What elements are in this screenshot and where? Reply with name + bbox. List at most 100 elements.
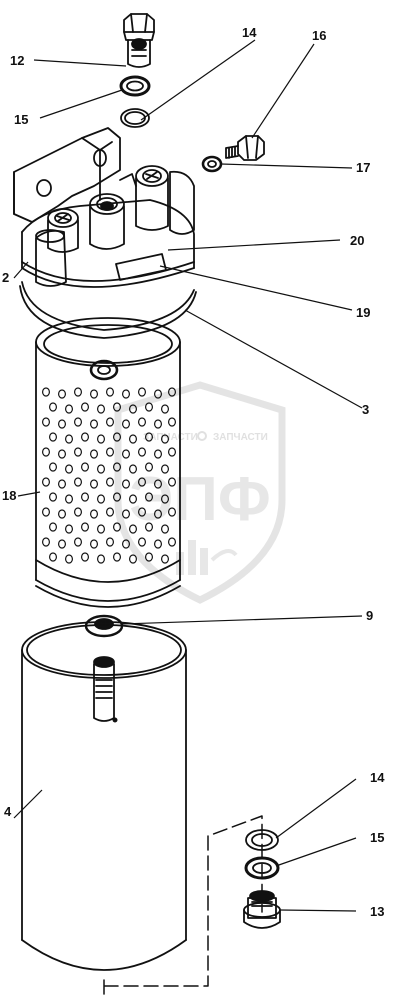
perforation-dot <box>48 432 57 442</box>
perforation-dot <box>138 447 147 457</box>
part-2-filter-head <box>13 127 195 288</box>
perforation-dot <box>121 509 130 519</box>
perforation-dot <box>57 509 66 519</box>
part-19-seal-ring <box>19 281 197 339</box>
perforation-dot <box>154 539 163 549</box>
callout-9: 9 <box>366 608 373 623</box>
perforation-dot <box>105 447 114 457</box>
callout-20: 20 <box>350 233 364 248</box>
leader-lines <box>13 39 363 912</box>
perforation-dot <box>41 537 50 547</box>
perforation-dot <box>89 479 98 489</box>
perforation-dot <box>48 402 57 412</box>
perforation-dot <box>48 462 57 472</box>
perforation-dot <box>129 524 138 534</box>
perforation-dot <box>41 447 50 457</box>
perforation-dot <box>154 389 163 399</box>
perforation-dot <box>48 522 57 532</box>
perforation-dot <box>129 404 138 414</box>
perforation-dot <box>64 404 73 414</box>
callout-4: 4 <box>4 804 12 819</box>
perforation-dot <box>112 522 121 532</box>
perforation-dot <box>154 479 163 489</box>
perforation-dot <box>57 539 66 549</box>
perforation-dot <box>105 537 114 547</box>
perforation-dot <box>73 417 82 427</box>
watermark-logo: ЗАПЧАСТИ ЗАПЧАСТИ ЭПФ <box>114 381 286 604</box>
perforation-dot <box>168 417 177 427</box>
perforation-dot <box>89 449 98 459</box>
part-17-washer <box>201 155 223 173</box>
callout-15-upper: 15 <box>14 112 28 127</box>
perforation-dot <box>129 494 138 504</box>
perforation-dot <box>105 417 114 427</box>
perforation-dot <box>138 477 147 487</box>
perforation-dot <box>129 554 138 564</box>
perforation-dot <box>138 417 147 427</box>
perforation-dot <box>41 387 50 397</box>
perforation-dot <box>112 432 121 442</box>
perforation-dot <box>64 434 73 444</box>
perforation-dot <box>80 432 89 442</box>
perforation-dot <box>121 449 130 459</box>
perforation-dot <box>96 404 105 414</box>
perforation-dot <box>64 464 73 474</box>
perforation-dot <box>154 509 163 519</box>
perforation-dot <box>89 509 98 519</box>
perforation-dot <box>41 477 50 487</box>
watermark-text-right: ЗАПЧАСТИ <box>213 432 268 443</box>
perforation-dot <box>96 464 105 474</box>
callout-14-upper: 14 <box>242 25 257 40</box>
perforation-dot <box>145 492 154 502</box>
callout-labels: 12 14 16 15 17 20 2 19 3 18 9 4 14 15 13 <box>2 25 385 919</box>
perforation-dot <box>105 387 114 397</box>
perforation-dot <box>145 522 154 532</box>
perforation-dot <box>121 479 130 489</box>
perforation-dot <box>121 389 130 399</box>
perforation-dot <box>168 507 177 517</box>
part-15-washer-lower <box>244 856 280 880</box>
perforation-dot <box>112 462 121 472</box>
perforation-dot <box>161 434 170 444</box>
perforation-dot <box>57 449 66 459</box>
parts-drawing <box>13 13 281 1001</box>
perforation-dot <box>105 507 114 517</box>
perforation-dot <box>145 462 154 472</box>
perforation-dot <box>96 434 105 444</box>
perforation-dot <box>96 494 105 504</box>
perforation-dot <box>129 464 138 474</box>
callout-12: 12 <box>10 53 24 68</box>
perforation-dot <box>89 389 98 399</box>
perforation-dot <box>112 402 121 412</box>
perforation-dot <box>112 492 121 502</box>
perforation-dot <box>161 494 170 504</box>
perforation-dot <box>138 537 147 547</box>
perforation-dot <box>80 552 89 562</box>
part-4-filter-bowl <box>21 621 187 971</box>
perforation-dot <box>64 554 73 564</box>
perforation-dot <box>89 539 98 549</box>
perforation-dot <box>154 419 163 429</box>
perforation-dot <box>168 447 177 457</box>
perforation-dot <box>168 537 177 547</box>
perforation-dot <box>138 507 147 517</box>
perforation-dot <box>64 494 73 504</box>
perforation-dot <box>41 417 50 427</box>
perforation-dot <box>48 492 57 502</box>
callout-18: 18 <box>2 488 16 503</box>
perforation-dot <box>168 387 177 397</box>
perforation-dot <box>121 419 130 429</box>
callout-2: 2 <box>2 270 9 285</box>
perforation-dot <box>64 524 73 534</box>
perforation-dot <box>57 419 66 429</box>
perforation-dot <box>138 387 147 397</box>
perforation-dot <box>161 554 170 564</box>
perforation-dot <box>105 477 114 487</box>
perforation-dot <box>80 462 89 472</box>
callout-15-lower: 15 <box>370 830 384 845</box>
part-15-washer-upper <box>119 75 151 97</box>
callout-17: 17 <box>356 160 370 175</box>
perforation-dot <box>73 387 82 397</box>
perforation-pattern <box>41 387 177 564</box>
